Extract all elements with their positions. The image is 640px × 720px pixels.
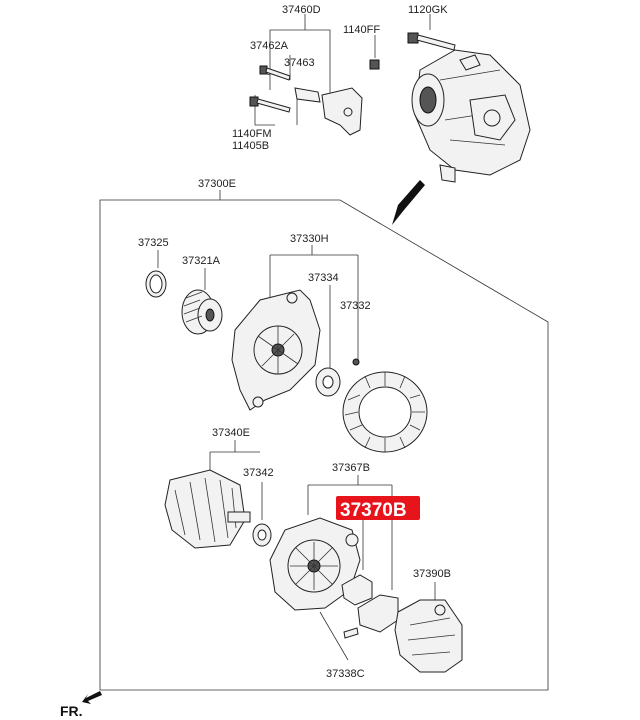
- direction-arrow-icon: [82, 691, 102, 704]
- label-37370B: 37370B: [340, 500, 407, 521]
- label-37325: 37325: [138, 237, 169, 249]
- pulley: [181, 268, 223, 335]
- label-1140FM: 1140FM: [232, 128, 272, 140]
- label-1140FF: 1140FF: [343, 24, 380, 36]
- front-direction-indicator: FR.: [60, 691, 102, 719]
- rear-cover: [394, 582, 463, 673]
- label-37390B: 37390B: [413, 568, 451, 580]
- label-37321A: 37321A: [182, 255, 221, 267]
- label-37463: 37463: [284, 57, 315, 69]
- rotor: [164, 440, 272, 549]
- label-37334: 37334: [308, 272, 339, 284]
- label-37330H: 37330H: [290, 233, 329, 245]
- stator: [342, 371, 428, 453]
- label-37332: 37332: [340, 300, 371, 312]
- seal-ring: [145, 250, 167, 298]
- direction-label: FR.: [60, 703, 83, 719]
- part-labels: 37460D 1120GK 37462A 1140FF 37463 1140FM…: [138, 4, 451, 680]
- label-11405B: 11405B: [232, 140, 269, 152]
- label-37338C: 37338C: [326, 668, 365, 680]
- label-37367B: 37367B: [332, 462, 370, 474]
- label-37342: 37342: [243, 467, 274, 479]
- label-37300E: 37300E: [198, 178, 236, 190]
- kit-boundary: [99, 190, 549, 691]
- alternator-assembly-illustration: [392, 49, 531, 225]
- highlight-box: [336, 496, 420, 520]
- rear-housing: [269, 475, 399, 661]
- highlighted-part-label: 37370B: [336, 496, 420, 521]
- label-37460D: 37460D: [282, 4, 321, 16]
- bracket-assembly: [249, 14, 456, 136]
- front-housing: [231, 245, 360, 411]
- label-1120GK: 1120GK: [408, 4, 448, 16]
- label-37340E: 37340E: [212, 427, 250, 439]
- label-37462A: 37462A: [250, 40, 289, 52]
